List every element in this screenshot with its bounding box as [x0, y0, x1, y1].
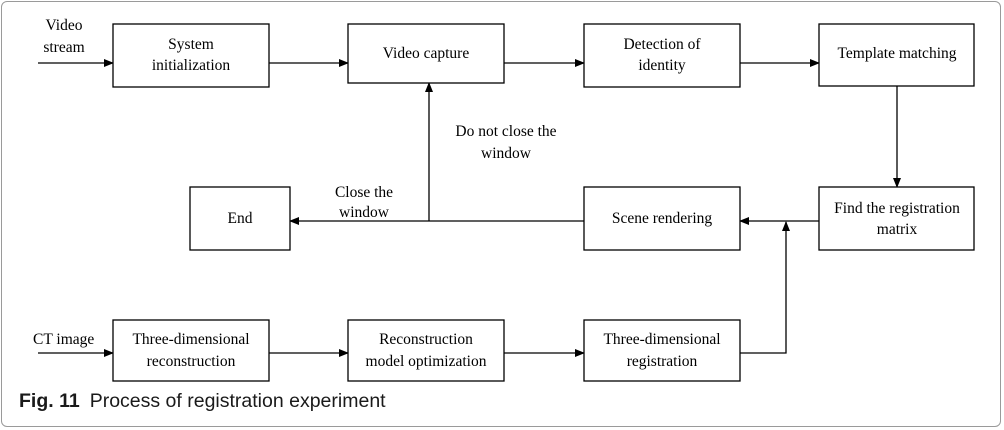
input-label-video: stream — [43, 39, 84, 56]
edge-labels: Do not close the window Close the window — [335, 123, 557, 221]
node-label: Scene rendering — [612, 210, 713, 227]
input-labels: Video stream CT image — [33, 17, 94, 348]
node-label: matrix — [877, 221, 918, 238]
node-template — [818, 23, 975, 87]
edge-label-do-not-close: window — [481, 145, 532, 162]
node-detection — [583, 23, 741, 88]
node-label: registration — [627, 353, 698, 370]
node-label: reconstruction — [147, 353, 236, 370]
node-label: initialization — [152, 57, 231, 74]
node-recon3d — [112, 319, 270, 382]
node-label: Video capture — [383, 45, 470, 62]
node-reg3d — [583, 319, 741, 382]
node-scene — [583, 186, 741, 251]
node-label: System — [168, 36, 214, 53]
nodes — [112, 23, 975, 382]
node-label: Template matching — [838, 45, 957, 62]
node-recon-opt — [347, 319, 505, 382]
node-end — [189, 186, 291, 251]
figure-number: Fig. 11 — [19, 390, 80, 412]
node-video-capture — [347, 23, 505, 84]
edge-label-close: window — [339, 204, 390, 221]
node-label: identity — [638, 57, 686, 74]
edge-label-do-not-close: Do not close the — [455, 123, 556, 140]
node-find-matrix — [818, 186, 975, 251]
node-label: Find the registration — [834, 200, 960, 217]
node-label: model optimization — [366, 353, 487, 370]
node-label: End — [228, 210, 253, 227]
node-system-init — [112, 23, 270, 88]
figure-caption: Fig. 11 Process of registration experimen… — [19, 390, 386, 413]
edges — [38, 59, 901, 357]
edge-label-close: Close the — [335, 184, 393, 201]
figure-caption-text: Process of registration experiment — [89, 390, 386, 412]
node-label: Detection of — [623, 36, 701, 53]
node-label: Three-dimensional — [132, 331, 249, 348]
node-labels: System initialization Video capture Dete… — [132, 36, 960, 370]
edge-reg3d-to-render-merge — [740, 221, 790, 354]
input-label-video: Video — [46, 17, 83, 34]
node-label: Three-dimensional — [603, 331, 720, 348]
input-label-ct: CT image — [33, 331, 94, 348]
node-label: Reconstruction — [379, 331, 473, 348]
